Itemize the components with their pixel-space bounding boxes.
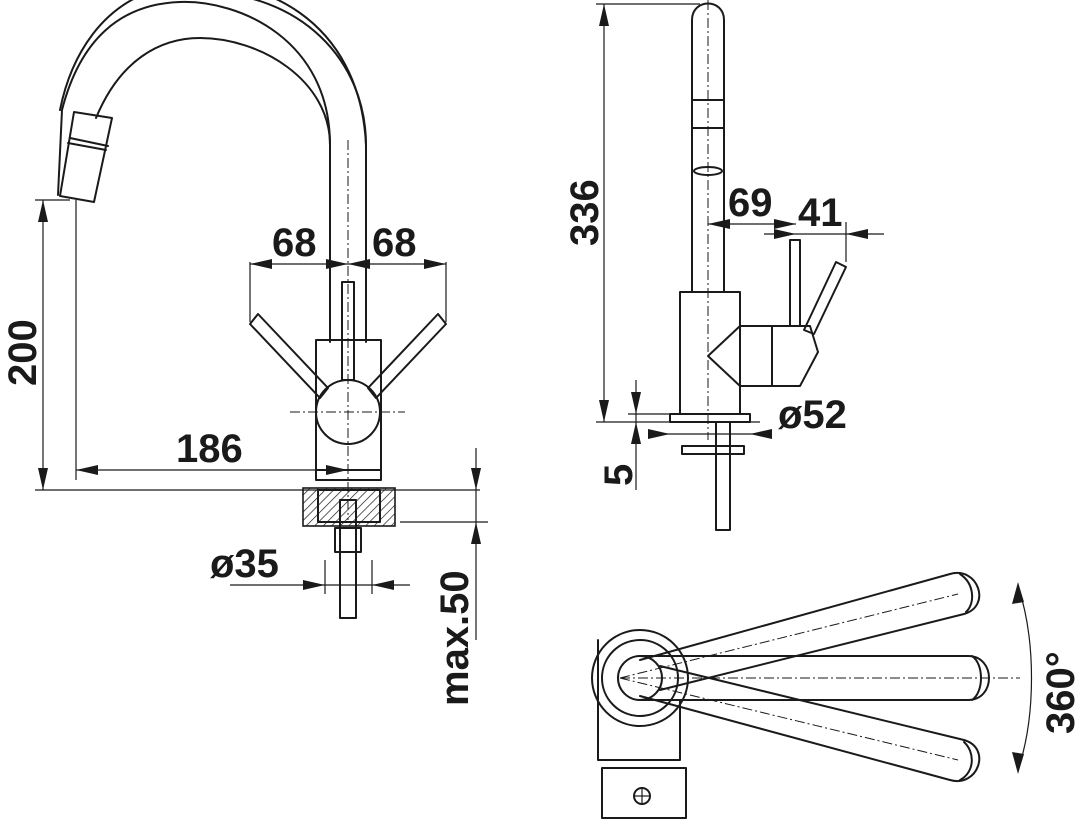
dim-base-diameter: ø52 <box>778 393 847 437</box>
dim-handle-right: 68 <box>372 221 417 265</box>
front-view: 200 186 68 68 ø35 max.50 <box>1 0 488 706</box>
worktop-section <box>302 487 396 527</box>
mounting-shank <box>339 499 357 619</box>
side-lever <box>789 239 801 327</box>
dim-spout-reach: 186 <box>176 427 243 471</box>
dim-spout-offset: 69 <box>728 181 773 225</box>
dim-handle-left: 68 <box>272 221 317 265</box>
dim-base-height: 5 <box>597 464 641 486</box>
dim-total-height: 336 <box>563 179 607 246</box>
rotation-arc <box>1017 585 1033 771</box>
side-view: 336 69 41 ø52 5 <box>563 0 884 531</box>
spout-outline <box>57 0 331 343</box>
spout-position-up <box>639 571 981 691</box>
lever-right <box>367 313 447 399</box>
spout-position-down <box>639 665 981 783</box>
dim-rotation: 360° <box>1039 651 1080 734</box>
lever-left <box>249 313 329 399</box>
top-base-block <box>601 767 687 819</box>
dim-shank-diameter: ø35 <box>210 542 279 586</box>
dim-spout-height: 200 <box>1 319 45 386</box>
spray-head <box>59 111 113 203</box>
dim-max-worktop: max.50 <box>433 570 477 706</box>
top-view: 360° <box>591 571 1080 819</box>
dim-handle-offset: 41 <box>798 191 843 235</box>
